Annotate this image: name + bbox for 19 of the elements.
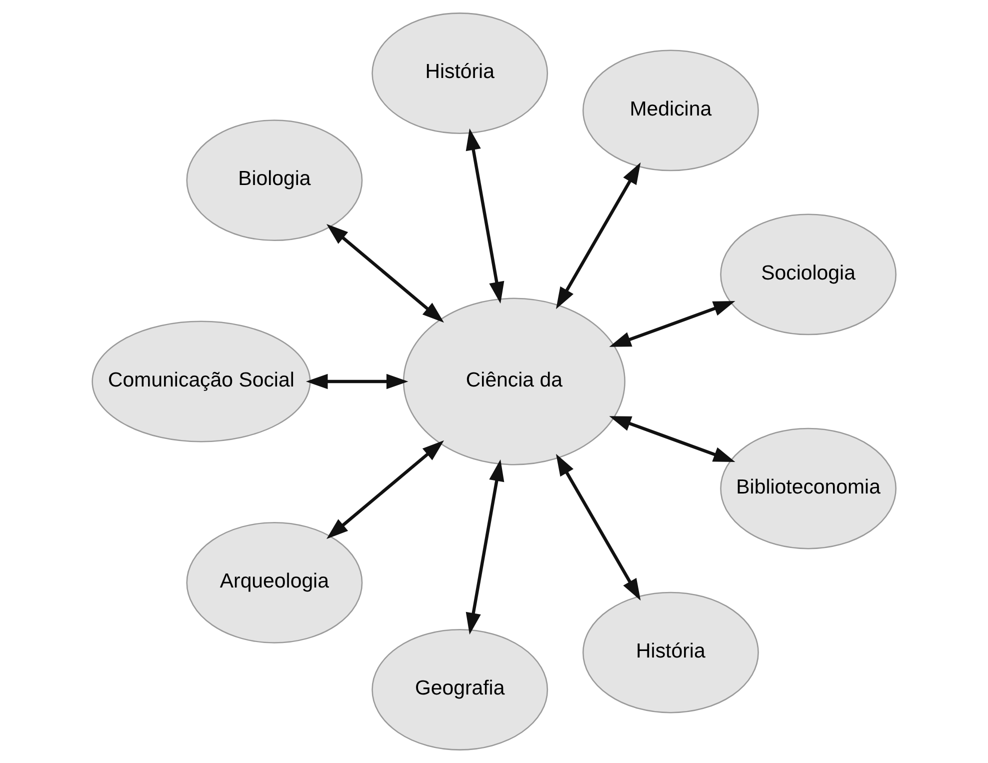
node-ellipse: Biologia xyxy=(186,120,363,242)
node-ellipse: Arqueologia xyxy=(186,522,363,644)
arrow xyxy=(556,454,641,601)
arrow xyxy=(306,374,408,390)
arrow xyxy=(326,224,444,323)
arrow xyxy=(466,128,504,304)
arrow xyxy=(609,301,736,347)
arrow xyxy=(556,162,641,310)
node-ellipse: História xyxy=(582,592,759,714)
node-ellipse: Biblioteconomia xyxy=(720,428,897,550)
arrow xyxy=(609,416,736,462)
node-ellipse: Geografia xyxy=(372,629,548,750)
node-ellipse: Ciência da xyxy=(402,298,626,466)
node-ellipse: Medicina xyxy=(582,50,759,172)
node-ellipse: Sociologia xyxy=(720,214,897,336)
arrow xyxy=(466,459,504,635)
node-ellipse: Comunicação Social xyxy=(92,320,311,442)
node-ellipse: História xyxy=(372,12,548,134)
arrow xyxy=(326,440,444,540)
